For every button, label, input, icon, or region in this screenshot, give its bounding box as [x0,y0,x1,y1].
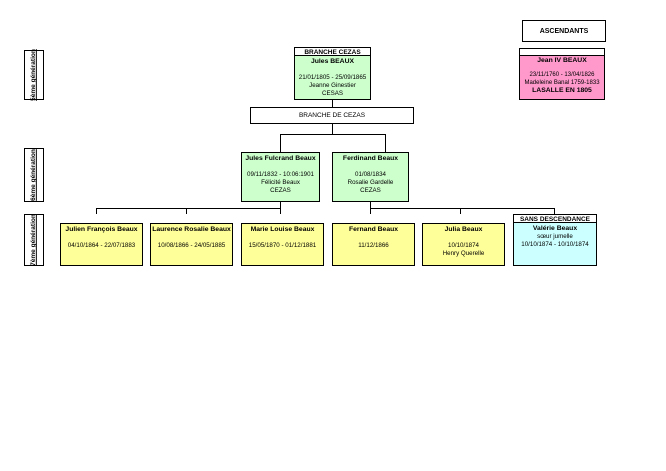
generation-label-7: 7ème génération [24,214,44,266]
connector-gen7-3 [280,208,281,214]
gen7-person-dates-1: 04/10/1864 - 22/07/1883 [67,242,136,249]
generation-label-6: 6ème génération [24,148,44,202]
connector-gen6-1-down [280,202,281,208]
ascendant-box[interactable]: Jean IV BEAUX 23/11/1760 - 13/04/1826 Ma… [519,48,605,100]
gen7-person-dates-4: 11/12/1866 [358,242,389,249]
gen5-person-name: Jules BEAUX [310,58,355,65]
ascendant-header-strip [520,49,604,56]
generation-label-6-text: 6ème génération [30,149,38,201]
gen7-person-name-1: Julien François Beaux [65,226,138,233]
generation-label-5-text: 5ème génération [30,49,38,101]
gen6-person-place-2: CEZAS [360,187,381,194]
generation-label-5: 5ème génération [24,49,44,101]
gen7-person-box-5[interactable]: Julia Beaux 10/10/1874 Henry Querelle [422,223,505,266]
connector-gen7-6 [554,208,555,214]
gen7-person-name-2: Laurence Rosalie Beaux [152,226,231,233]
gen7-special-dates: 10/10/1874 - 10/10/1874 [521,241,589,248]
connector-gen7-4 [370,208,371,214]
gen5-person-spouse: Jeanne Ginestier [309,82,356,89]
gen6-person-place-1: CEZAS [270,187,291,194]
gen7-person-name-4: Fernand Beaux [348,226,399,233]
connector-gen7-left-horizontal [96,208,281,209]
gen6-person-name-1: Jules Fulcrand Beaux [245,155,316,162]
connector-gen7-5 [460,208,461,214]
gen5-person-dates: 21/01/1805 - 25/09/1865 [298,74,367,81]
ascendants-label: ASCENDANTS [522,20,606,42]
gen7-person-box-2[interactable]: Laurence Rosalie Beaux 10/08/1866 - 24/0… [150,223,233,266]
gen6-person-name-2: Ferdinand Beaux [342,155,399,162]
gen7-special-box[interactable]: Valérie Beaux sœur jumelle 10/10/1874 - … [513,222,597,266]
gen6-person-spouse-1: Félicité Beaux [261,179,300,186]
gen6-person-spouse-2: Rosalie Gardelle [347,179,394,186]
connector-gen7-right-horizontal [370,208,555,209]
ascendant-dates: 23/11/1760 - 13/04/1826 [529,72,595,78]
connector-gen6-2-down [370,202,371,208]
connector-bar-down [332,124,333,134]
gen7-person-box-3[interactable]: Marie Louise Beaux 15/05/1870 - 01/12/18… [241,223,324,266]
connector-gen5-bar [332,100,333,107]
gen7-person-name-3: Marie Louise Beaux [250,226,315,233]
gen7-person-dates-2: 10/08/1866 - 24/05/1885 [157,242,226,249]
ascendant-spouse: Madeleine Banal 1759-1833 [524,80,600,86]
gen6-person-box-1[interactable]: Jules Fulcrand Beaux 09/11/1832 - 10:06:… [241,152,320,202]
gen7-person-dates-3: 15/05/1870 - 01/12/1881 [248,242,317,249]
gen7-person-box-1[interactable]: Julien François Beaux 04/10/1864 - 22/07… [60,223,143,266]
generation-label-7-text: 7ème génération [30,214,38,266]
gen5-person-place: CESAS [322,90,343,97]
gen7-special-name: Valérie Beaux [532,225,578,232]
connector-gen7-1 [96,208,97,214]
gen7-person-box-4[interactable]: Fernand Beaux 11/12/1866 [332,223,415,266]
gen7-person-dates-5: 10/10/1874 [448,242,479,249]
gen6-person-box-2[interactable]: Ferdinand Beaux 01/08/1834 Rosalie Garde… [332,152,409,202]
gen6-person-dates-2: 01/08/1834 [355,171,386,178]
gen6-person-dates-1: 09/11/1832 - 10:06:1901 [247,171,314,178]
gen5-person-box[interactable]: Jules BEAUX 21/01/1805 - 25/09/1865 Jean… [294,55,371,100]
gen7-person-name-5: Julia Beaux [444,226,483,233]
branch-bar: BRANCHE DE CEZAS [250,107,414,124]
connector-gen6-right [385,134,386,152]
ascendant-name: Jean IV BEAUX [537,57,587,64]
connector-gen7-2 [186,208,187,214]
connector-gen6-horizontal [280,134,386,135]
ascendant-place: LASALLE EN 1805 [532,87,592,94]
gen7-person-spouse-5: Henry Querelle [442,250,485,257]
gen7-special-note: sœur jumelle [537,233,573,240]
connector-gen6-left [280,134,281,152]
